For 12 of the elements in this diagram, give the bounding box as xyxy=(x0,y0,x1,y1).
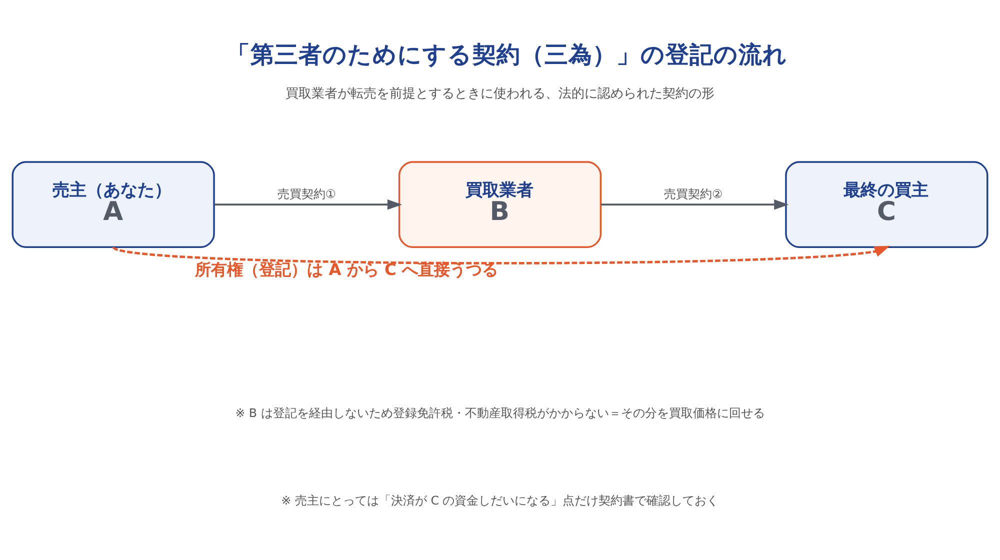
edge-label: 売買契約① xyxy=(277,186,336,200)
node-box: 最終の買主 C xyxy=(785,160,988,248)
arrow xyxy=(214,198,402,210)
node-box: 買取業者 B xyxy=(398,160,602,248)
label: ※ 売主にとっては「決済が C の資金しだいになる」点だけ契約書で確認しておく xyxy=(281,492,719,507)
diagram-title: 「第三者のためにする契約（三為）」の登記の流れ xyxy=(226,40,788,68)
arrow xyxy=(601,198,789,210)
edge-label: 売買契約② xyxy=(664,186,723,200)
label: 買取業者が転売を前提とするときに使われる、法的に認められた契約の形 xyxy=(286,86,714,101)
node-box: 売主（あなた） A xyxy=(12,160,215,248)
label: ※ B は登記を経由しないため登録免許税・不動産取得税がかからない＝その分を買取価格に回せる xyxy=(235,406,765,420)
arrow xyxy=(112,245,890,264)
